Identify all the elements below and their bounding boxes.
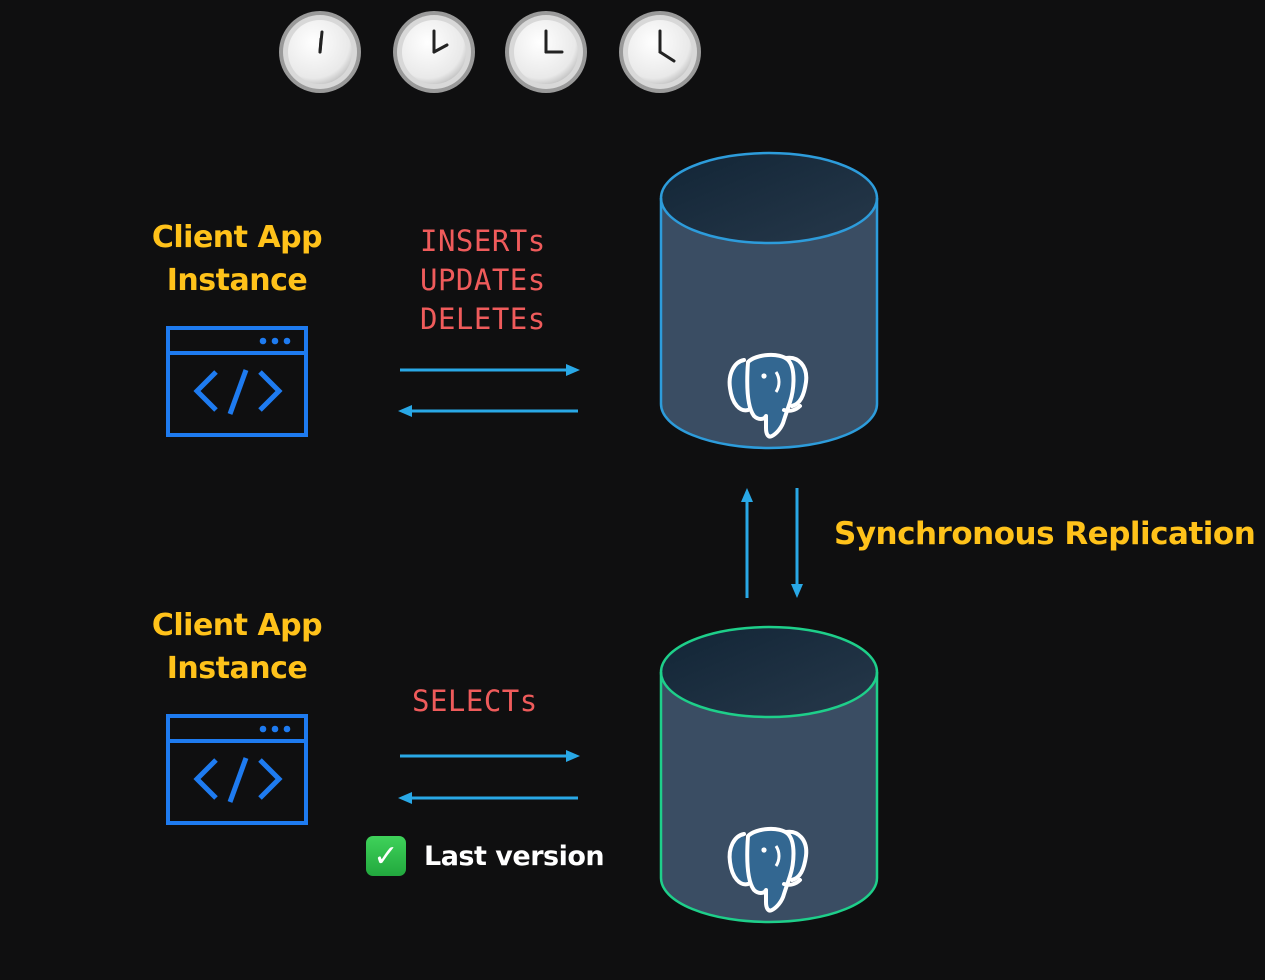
postgresql-elephant-icon	[726, 824, 812, 916]
clock-icon	[392, 10, 476, 94]
replication-down-arrow	[786, 486, 808, 600]
operation-label: DELETEs	[420, 302, 546, 336]
client-2-title-line2: Instance	[166, 651, 308, 686]
operation-label: INSERTs	[420, 224, 546, 258]
replica-database	[654, 622, 884, 932]
clock-icon	[618, 10, 702, 94]
client-2-title-line1: Client App	[151, 608, 323, 643]
response-arrow	[394, 788, 582, 808]
code-window-icon	[164, 324, 312, 442]
clock-icon	[504, 10, 588, 94]
last-version-note: ✓ Last version	[366, 836, 605, 876]
client-1-title-line2: Instance	[166, 263, 308, 298]
client-1-title-line1: Client App	[151, 220, 323, 255]
request-arrow	[396, 746, 584, 766]
client-2-title: Client App Instance	[127, 604, 347, 690]
postgresql-elephant-icon	[726, 350, 812, 442]
replication-up-arrow	[736, 486, 758, 600]
code-window-icon	[164, 712, 312, 830]
operation-label: SELECTs	[412, 684, 538, 718]
client-1-title: Client App Instance	[127, 216, 347, 302]
primary-database	[654, 148, 884, 458]
last-version-label: Last version	[424, 840, 605, 872]
check-mark-icon: ✓	[366, 836, 406, 876]
replication-label: Synchronous Replication	[834, 516, 1256, 552]
operation-label: UPDATEs	[420, 263, 546, 297]
response-arrow	[394, 401, 582, 421]
clock-icon	[278, 10, 362, 94]
request-arrow	[396, 360, 584, 380]
